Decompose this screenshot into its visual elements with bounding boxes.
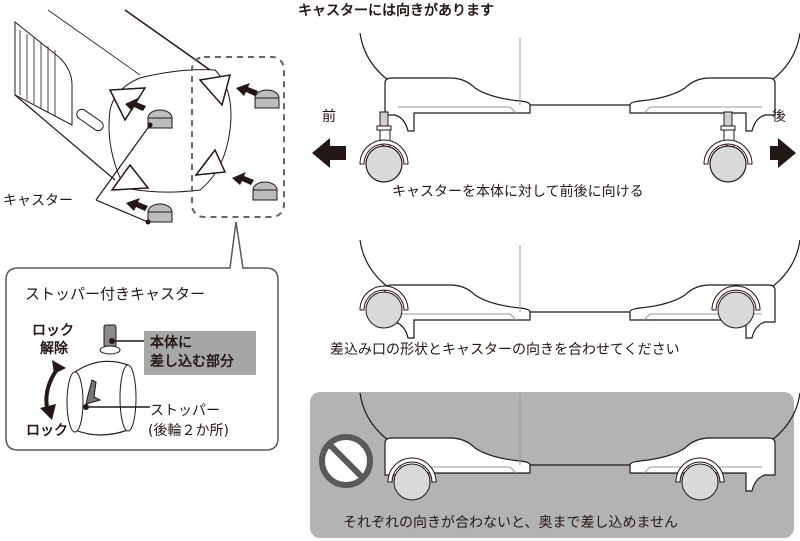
section-heading: キャスターには向きがあります: [298, 3, 494, 19]
front-caster: [359, 111, 409, 183]
rear-caster: [703, 111, 753, 183]
callout-title: ストッパー付きキャスター: [25, 285, 206, 303]
insert-part-line2: 差し込む部分: [150, 354, 234, 370]
stopper-caster-detail: [40, 324, 150, 436]
panel-orientation: [359, 32, 800, 132]
stopper-label-line2: (後輪２か所): [148, 423, 229, 439]
unlock-label-line1: ロック: [32, 323, 74, 339]
insert-part-line1: 本体に: [150, 335, 192, 351]
panel1-caption: キャスターを本体に対して前後に向ける: [392, 184, 644, 200]
panel3-caption: それぞれの向きが合わないと、奥まで差し込めません: [343, 515, 679, 531]
front-arrow-icon: [312, 138, 346, 168]
highlight-rear-casters: [191, 56, 285, 218]
prohibited-icon: [319, 434, 373, 488]
panel-alignment: [359, 239, 800, 339]
projector-illustration: [14, 9, 285, 225]
back-arrow-icon: [770, 138, 796, 168]
unlock-label-line2: 解除: [40, 341, 68, 357]
insert-part-label: 本体に 差し込む部分: [144, 331, 256, 375]
caster-label: キャスター: [3, 193, 73, 209]
back-label: 後: [772, 109, 786, 125]
panel2-caption: 差込み口の形状とキャスターの向きを合わせてください: [330, 342, 680, 358]
stopper-label-line1: ストッパー: [150, 403, 220, 419]
front-label: 前: [322, 109, 336, 125]
lock-label: ロック: [26, 423, 68, 439]
